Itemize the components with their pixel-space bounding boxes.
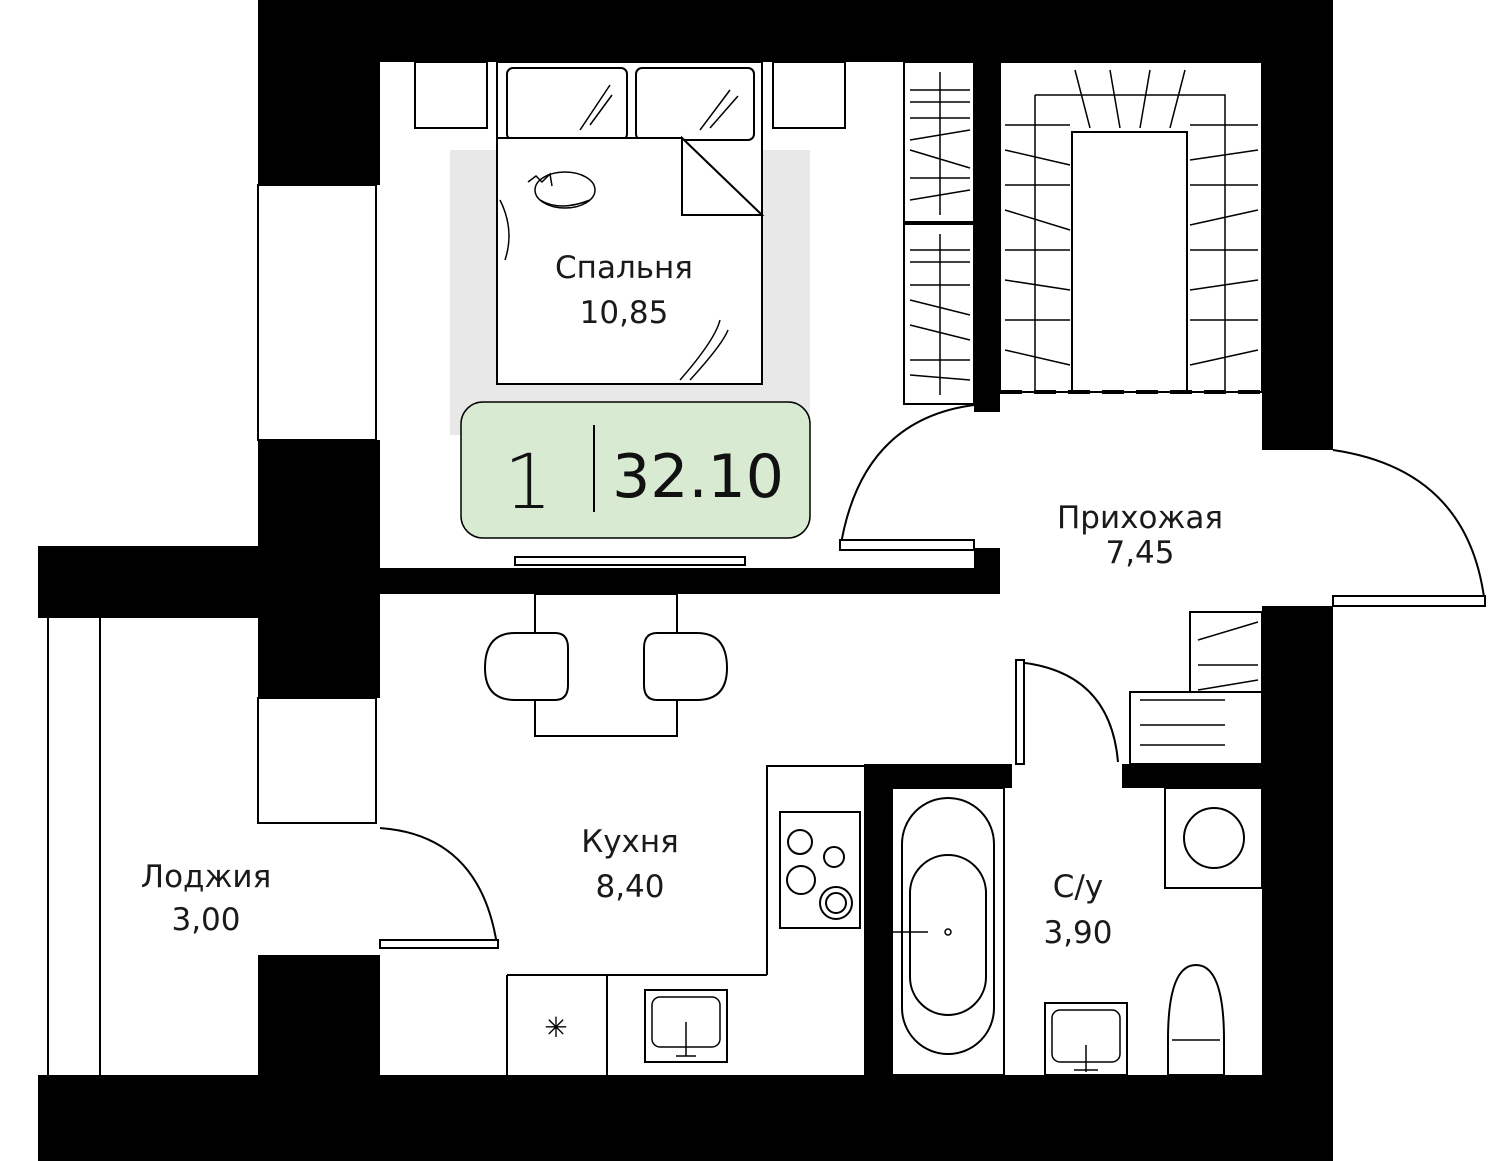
wall-bath-left	[864, 764, 892, 1075]
apartment-badge: 1 32.10	[460, 401, 811, 539]
wall-right-upper	[1262, 0, 1333, 450]
bathroom-area: 3,90	[1043, 915, 1112, 951]
loggia-name: Лоджия	[141, 859, 271, 895]
tv	[514, 556, 746, 566]
badge-room-count: 1	[504, 437, 552, 526]
loggia-area: 3,00	[171, 902, 240, 938]
cat-icon	[527, 171, 596, 209]
wall-right-lower	[1262, 606, 1333, 1161]
nightstand-left	[414, 61, 488, 129]
wall-left-upper	[258, 0, 380, 185]
kitchen-counter	[506, 765, 864, 1075]
wall-left-kitchen	[258, 618, 380, 698]
door-loggia	[379, 827, 498, 946]
wall-loggia-top	[38, 546, 380, 618]
kitchen-area: 8,40	[595, 869, 664, 905]
door-bedroom	[839, 404, 975, 551]
pillow-left	[506, 67, 628, 141]
bathroom-name: С/у	[1053, 869, 1103, 905]
window-kitchen	[257, 697, 377, 824]
wall-bath-top-left	[864, 764, 1012, 788]
wall-bath-top-right	[1122, 764, 1262, 788]
bathroom-furniture	[891, 659, 1263, 1076]
toilet	[1167, 963, 1225, 1076]
pillow-right	[635, 67, 755, 141]
window-bedroom	[257, 184, 377, 441]
walls	[38, 0, 1333, 1161]
hallway-doors	[839, 404, 1486, 765]
wall-wardrobe-divider	[974, 62, 1000, 412]
wardrobe-bedroom	[903, 61, 975, 405]
bedroom-area: 10,85	[580, 295, 669, 331]
wall-top	[258, 0, 1333, 62]
hallway-name: Прихожая	[1057, 500, 1223, 536]
wall-hall-stub	[974, 548, 1000, 594]
kitchen-furniture: ✳	[379, 593, 864, 1075]
windows	[47, 184, 377, 1075]
kitchen-name: Кухня	[581, 824, 679, 860]
snowflake-icon: ✳	[544, 1011, 567, 1044]
wall-bottom	[38, 1075, 1333, 1161]
chair-right	[643, 632, 729, 701]
washing-machine	[1164, 787, 1263, 889]
door-bathroom	[1015, 661, 1119, 763]
bedroom-name: Спальня	[555, 250, 693, 286]
door-entrance	[1332, 449, 1486, 606]
badge-background	[460, 401, 811, 539]
wall-bedroom-kitchen	[380, 568, 1000, 594]
wall-left-mid	[258, 440, 380, 550]
nightstand-right	[772, 61, 846, 129]
bedroom-furniture	[414, 61, 846, 566]
chair-left	[483, 632, 569, 701]
walk-in-closet	[999, 61, 1263, 394]
badge-total-area: 32.10	[612, 442, 784, 512]
hallway-area: 7,45	[1105, 535, 1174, 571]
